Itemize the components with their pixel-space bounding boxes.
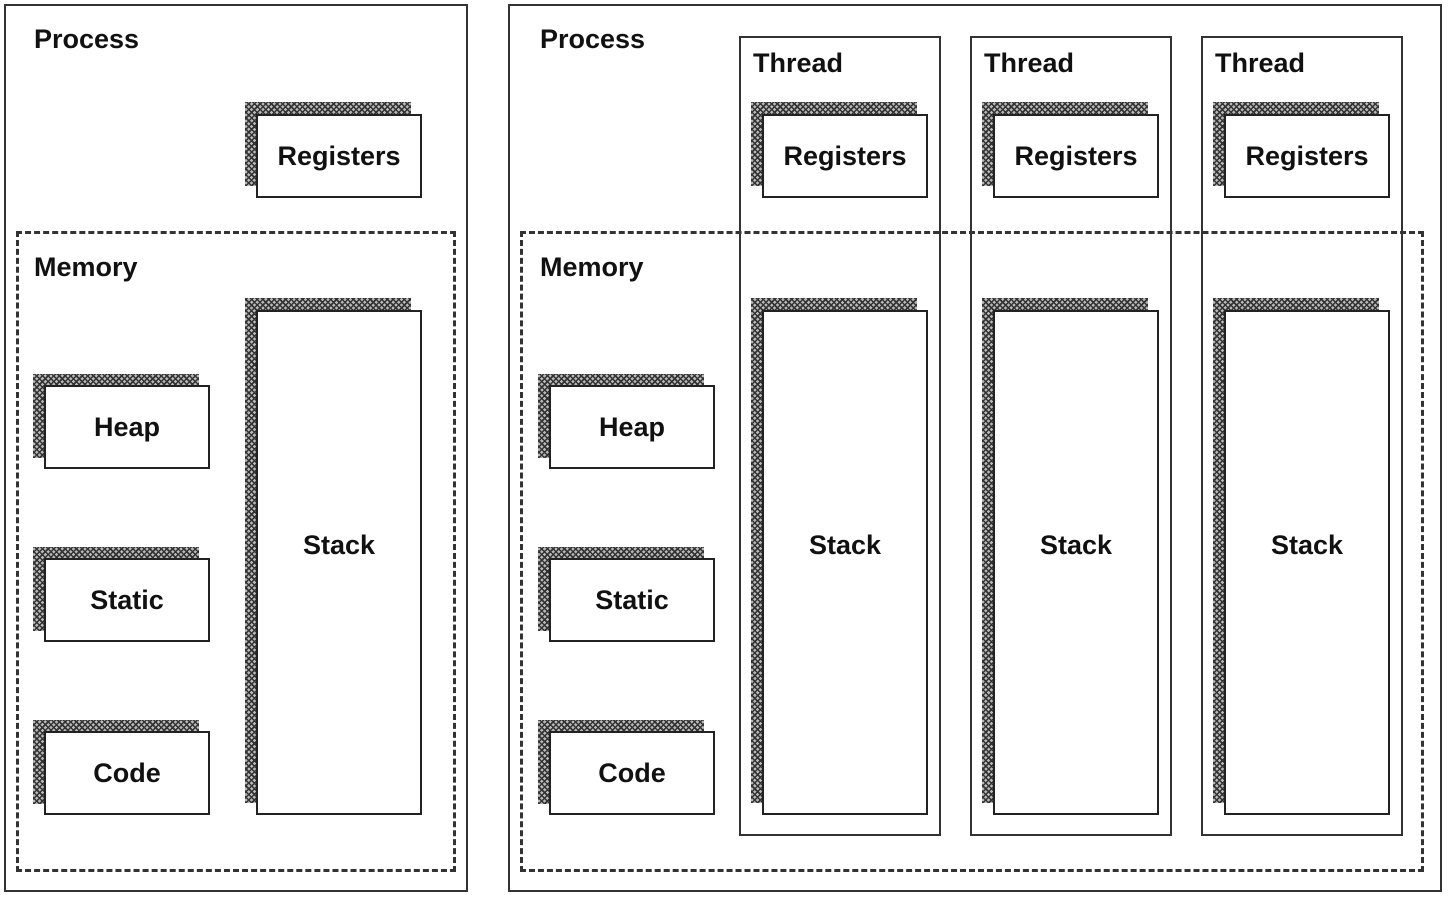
stack-box: Stack <box>1224 310 1390 815</box>
static-box: Static <box>549 558 715 642</box>
thread-label: Thread <box>984 48 1075 78</box>
registers-label: Registers <box>1245 140 1369 171</box>
thread-label: Thread <box>753 48 844 78</box>
code-label: Code <box>93 757 161 788</box>
multi-threaded-process <box>508 4 1442 892</box>
static-box: Static <box>44 558 210 642</box>
heap-box: Heap <box>44 385 210 469</box>
registers-box: Registers <box>762 114 928 198</box>
registers-label: Registers <box>783 140 907 171</box>
static-label: Static <box>90 584 164 615</box>
stack-box: Stack <box>256 310 422 815</box>
thread-label: Thread <box>1215 48 1306 78</box>
thread-1 <box>739 36 941 836</box>
registers-box: Registers <box>256 114 422 198</box>
static-label: Static <box>595 584 669 615</box>
code-label: Code <box>598 757 666 788</box>
process-label: Process <box>540 24 646 54</box>
memory-label: Memory <box>540 252 644 282</box>
stack-label: Stack <box>302 530 376 560</box>
memory-region <box>520 231 1424 872</box>
code-box: Code <box>549 731 715 815</box>
heap-label: Heap <box>93 411 161 442</box>
process-label: Process <box>34 24 140 54</box>
heap-label: Heap <box>598 411 666 442</box>
registers-label: Registers <box>1014 140 1138 171</box>
stack-label: Stack <box>808 530 882 560</box>
stack-box: Stack <box>762 310 928 815</box>
thread-2 <box>970 36 1172 836</box>
memory-label: Memory <box>34 252 138 282</box>
registers-box: Registers <box>1224 114 1390 198</box>
thread-3 <box>1201 36 1403 836</box>
stack-label: Stack <box>1039 530 1113 560</box>
single-threaded-process <box>4 4 468 892</box>
registers-box: Registers <box>993 114 1159 198</box>
stack-label: Stack <box>1270 530 1344 560</box>
code-box: Code <box>44 731 210 815</box>
stack-box: Stack <box>993 310 1159 815</box>
heap-box: Heap <box>549 385 715 469</box>
memory-region <box>16 231 456 872</box>
registers-label: Registers <box>277 140 401 171</box>
